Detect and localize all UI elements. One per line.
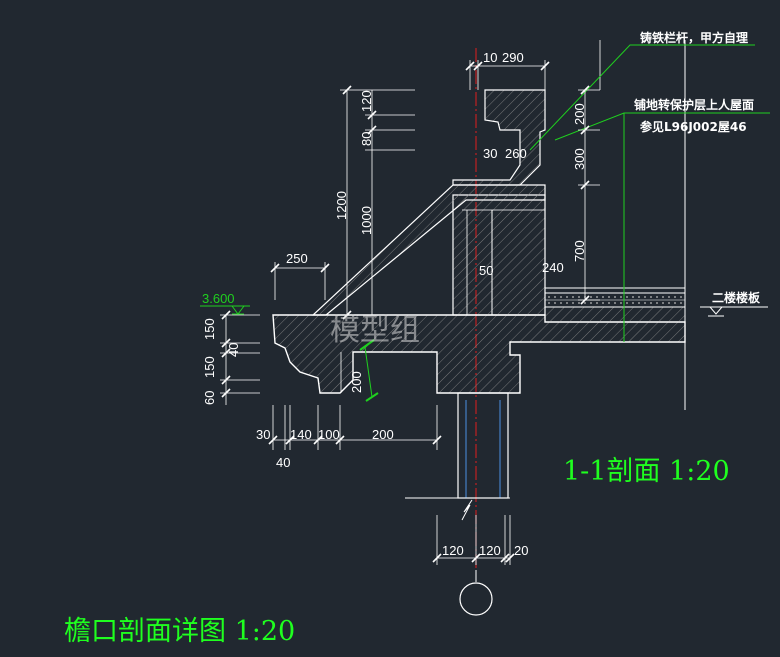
dimensions: [220, 60, 600, 565]
dimension-label: 150: [202, 318, 217, 340]
dimension-label: 1000: [359, 206, 374, 235]
dimension-label: 20: [514, 543, 528, 558]
dimension-label: 40: [276, 455, 290, 470]
dimension-label: 1200: [334, 191, 349, 220]
sloped-eave: [311, 184, 546, 316]
note-roof-2: 参见L96J002屋46: [640, 119, 747, 134]
dimension-label: 60: [202, 391, 217, 405]
note-railing: 铸铁栏杆，甲方自理: [640, 30, 748, 45]
axis-bubble: [459, 582, 493, 616]
dimension-label: 120: [479, 543, 501, 558]
dimension-label: 140: [290, 427, 312, 442]
dimension-label: 150: [202, 356, 217, 378]
dimension-label: 200: [349, 371, 364, 393]
dimension-label: 300: [572, 148, 587, 170]
elevation-label: 3.600: [202, 291, 235, 306]
section-title: 1-1剖面 1:20: [563, 456, 730, 487]
detail-title: 檐口剖面详图 1:20: [64, 616, 295, 647]
dimension-label: 50: [479, 263, 493, 278]
elevation-marker: [200, 305, 250, 315]
dimension-label: 250: [286, 251, 308, 266]
dimension-label: 260: [505, 146, 527, 161]
dimension-label: 120: [442, 543, 464, 558]
dimension-label: 700: [572, 240, 587, 262]
dimension-label: 40: [226, 343, 241, 357]
coping-beam: [452, 89, 546, 186]
dimension-label: 30: [256, 427, 270, 442]
dimension-label: 200: [572, 103, 587, 125]
dimension-label: 120: [359, 90, 374, 112]
dimension-label: 200: [372, 427, 394, 442]
dimension-label: 290: [502, 50, 524, 65]
note-roof-1: 铺地转保护层上人屋面: [634, 97, 754, 112]
note-floor-slab: 二楼楼板: [712, 290, 761, 305]
dimension-label: 10: [483, 50, 497, 65]
watermark: 模型组: [330, 313, 420, 348]
dimension-label: 100: [318, 427, 340, 442]
dimension-label: 30: [483, 146, 497, 161]
dimension-label: 80: [359, 132, 374, 146]
dimension-label: 240: [542, 260, 564, 275]
